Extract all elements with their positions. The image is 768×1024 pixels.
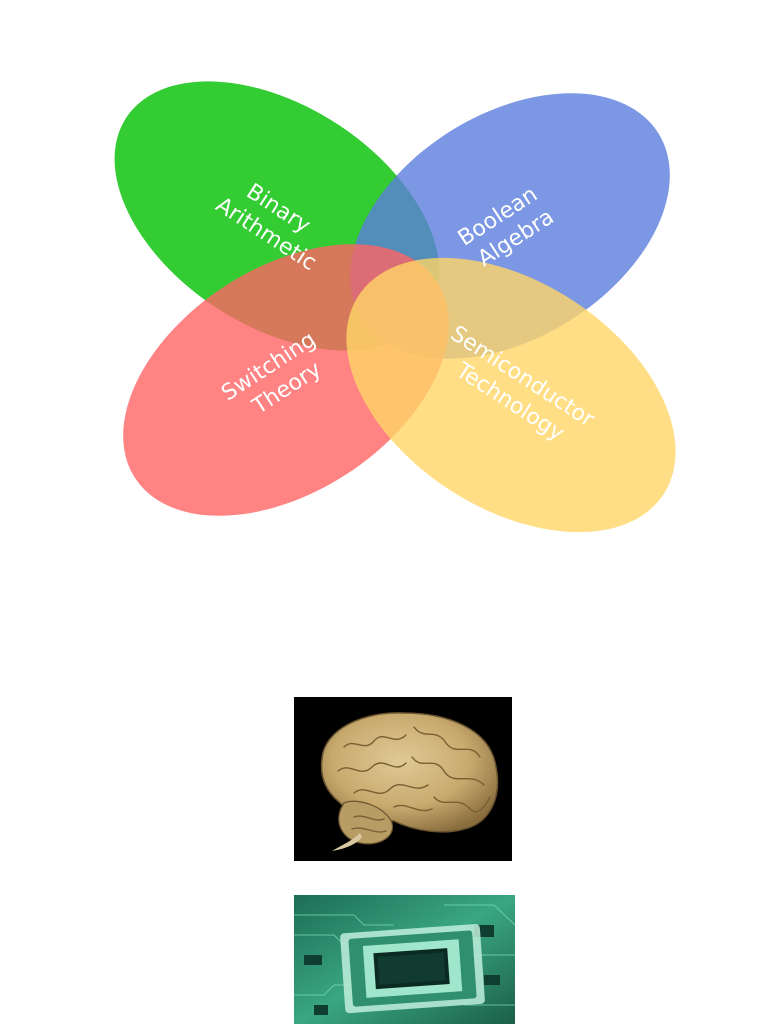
venn-diagram: Binary Arithmetic Boolean Algebra Switch…	[114, 81, 676, 533]
microchip-photo	[294, 895, 515, 1024]
ellipse-semiconductor-technology	[346, 257, 676, 533]
brain-photo	[294, 697, 512, 861]
microchip-icon	[294, 895, 515, 1024]
brain-icon	[294, 697, 512, 861]
